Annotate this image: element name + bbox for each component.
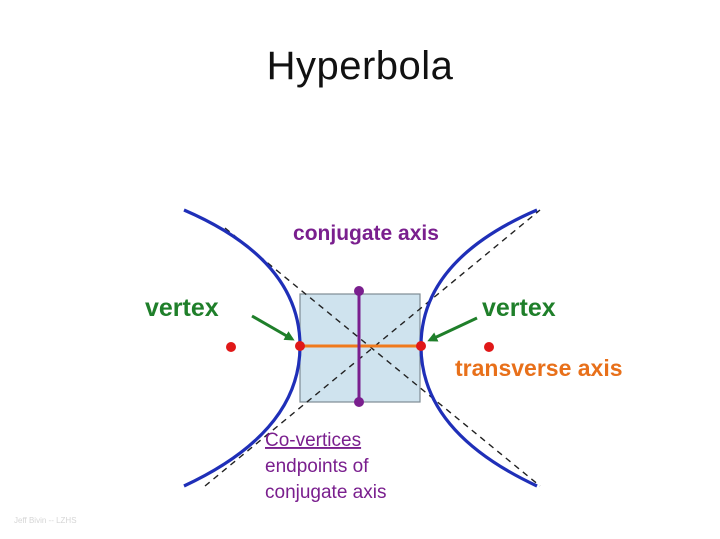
asymptote-line-negative [224,227,541,487]
vertex-arrow-left [251,314,295,341]
hyperbola-right-branch [419,208,538,488]
transverse-axis-label: transverse axis [455,355,623,381]
vertex-label-left: vertex [145,294,219,322]
covertices-heading: Co-vertices [265,430,361,451]
vertex-label-right: vertex [482,294,556,322]
vertex-point-right [416,341,426,351]
covertex-point-bottom [354,397,364,407]
covertices-description-line-1: endpoints of [265,456,369,477]
vertex-point-left [295,341,305,351]
covertices-description-line-2: conjugate axis [265,482,386,503]
focus-point-left [226,342,236,352]
slide-title: Hyperbola [266,44,454,88]
covertex-point-top [354,286,364,296]
focus-point-right [484,342,494,352]
conjugate-axis-label: conjugate axis [293,222,439,245]
vertex-arrow-right [427,316,478,342]
footer-credit: Jeff Bivin -- LZHS [14,516,77,525]
